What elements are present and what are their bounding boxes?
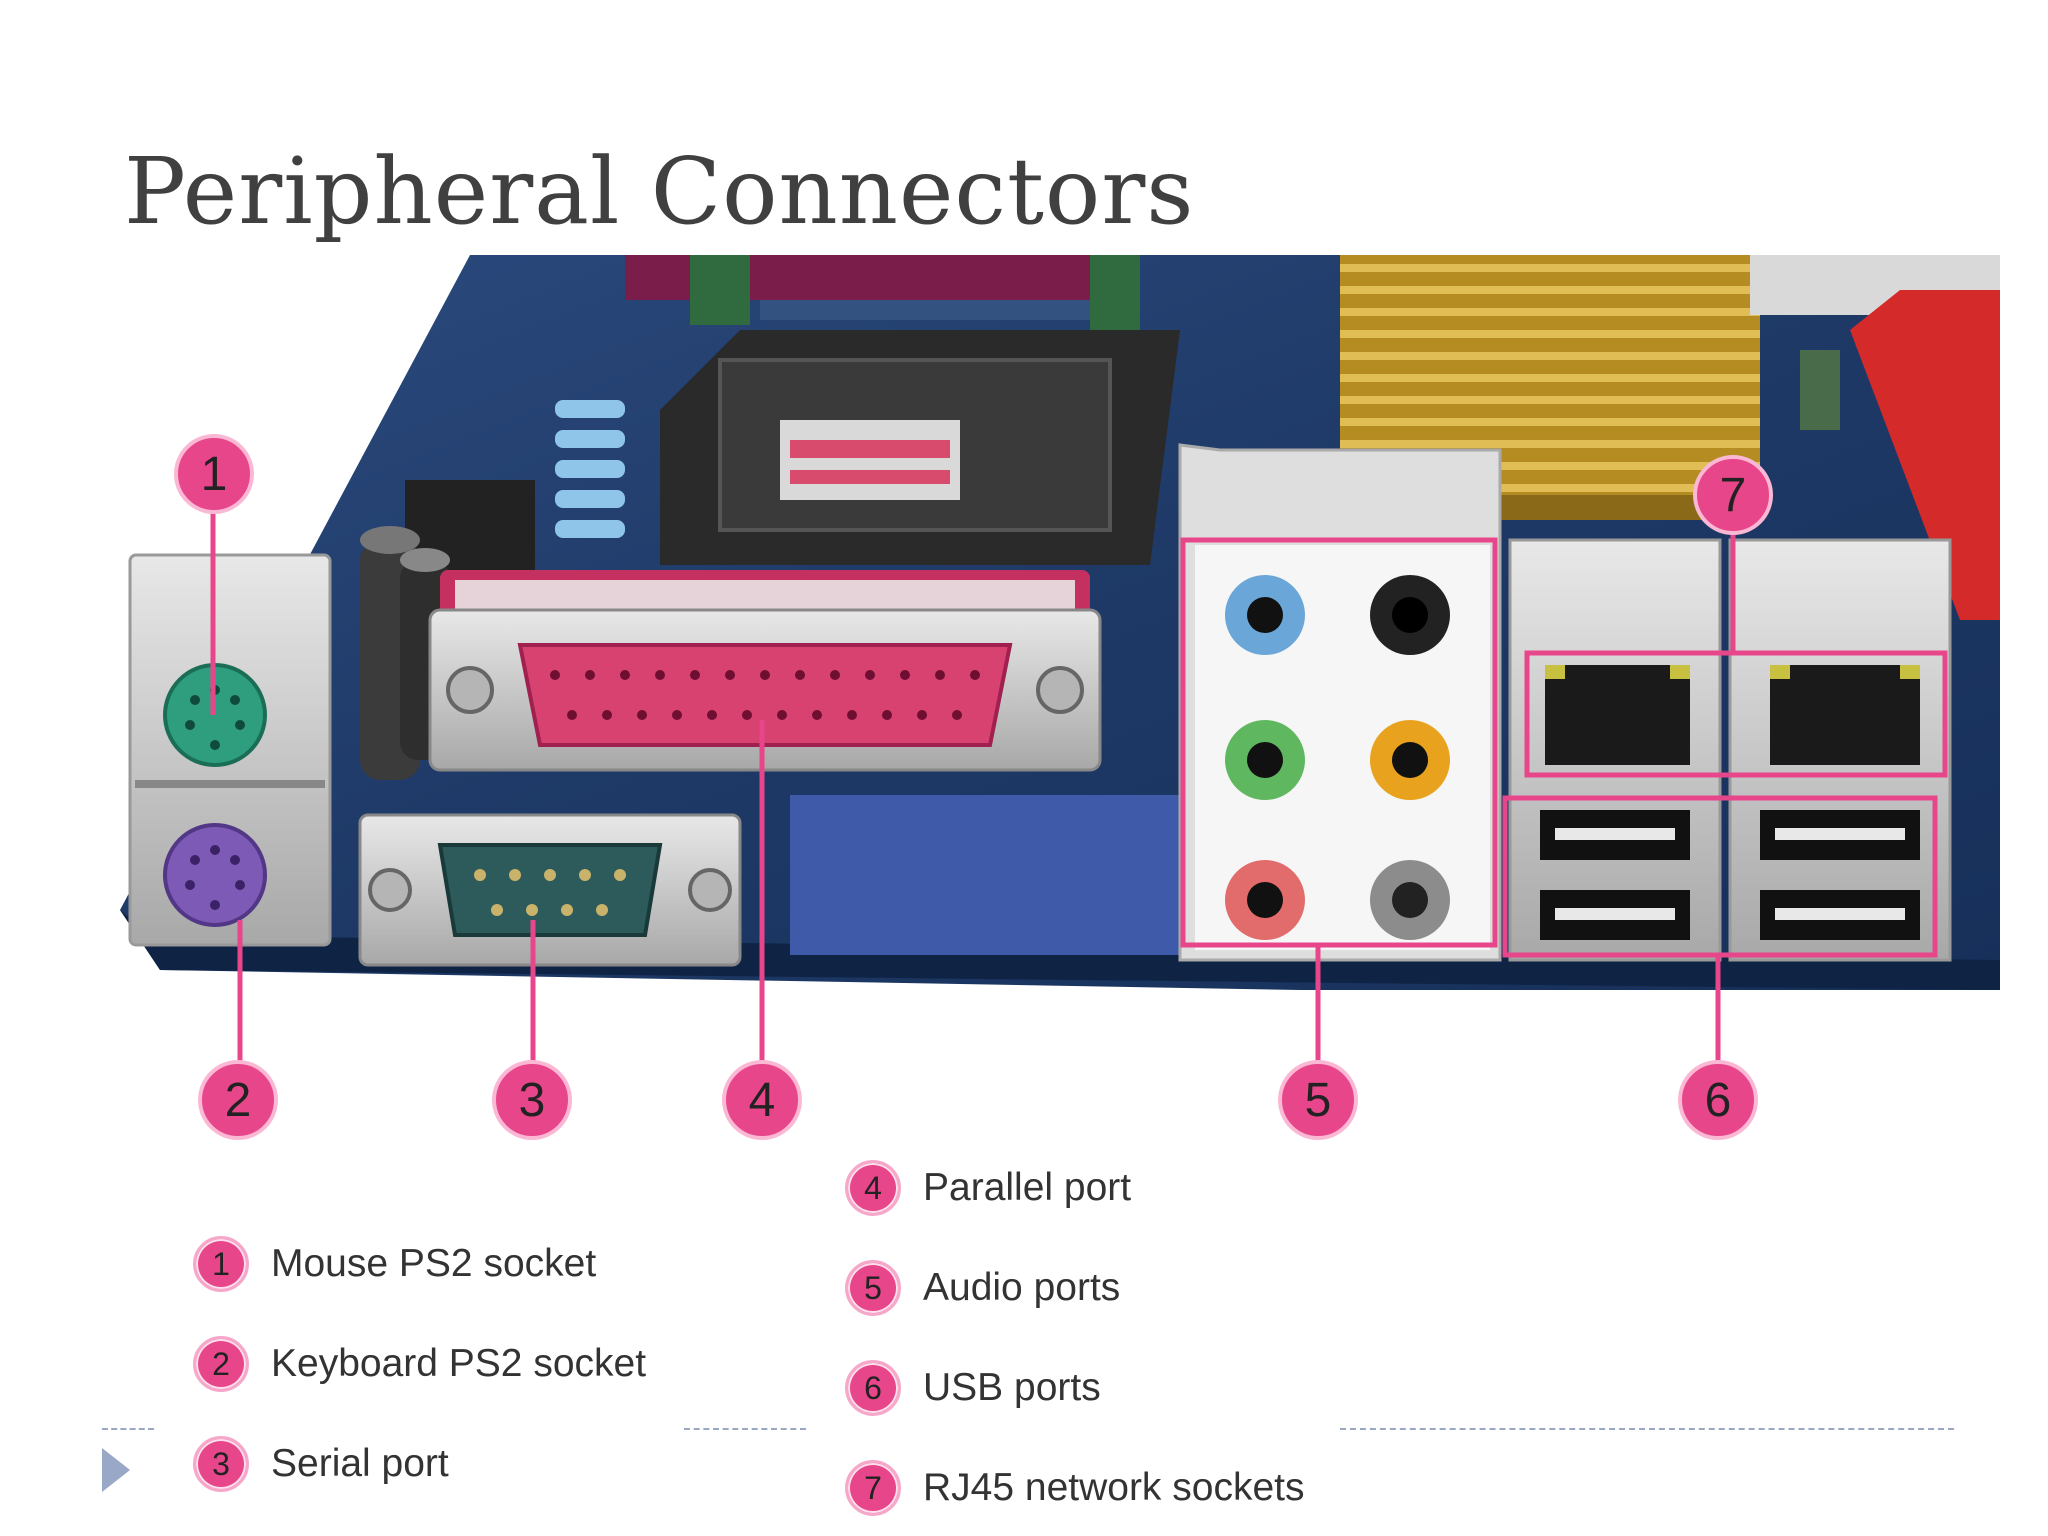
legend-badge-2: 2 [193,1336,249,1392]
callout-2: 2 [198,1060,278,1140]
callout-5-number: 5 [1304,1073,1332,1127]
legend-item-4: 4 Parallel port [845,1160,1131,1216]
callout-6-number: 6 [1704,1073,1732,1127]
slide-bullet-arrow-icon [102,1448,130,1492]
legend-badge-3: 3 [193,1436,249,1492]
rj45-usb-block [1508,538,1952,962]
legend-item-3: 3 Serial port [193,1436,449,1492]
footer-divider-middle [684,1428,806,1430]
legend-label-1: Mouse PS2 socket [271,1242,597,1285]
callout-4: 4 [722,1060,802,1140]
callout-1-number: 1 [200,447,228,501]
audio-port-block [1178,443,1502,962]
legend-label-4: Parallel port [923,1166,1132,1209]
legend-badge-5: 5 [845,1260,901,1316]
legend-item-1: 1 Mouse PS2 socket [193,1236,596,1292]
callout-2-number: 2 [224,1073,252,1127]
legend-item-5: 5 Audio ports [845,1260,1120,1316]
legend-badge-6: 6 [845,1360,901,1416]
legend-label-3: Serial port [271,1442,449,1485]
slide-title: Peripheral Connectors [124,138,1195,245]
leader-lines [210,505,1736,1065]
callout-7: 7 [1693,455,1773,535]
legend-item-2: 2 Keyboard PS2 socket [193,1336,646,1392]
legend-badge-1: 1 [193,1236,249,1292]
ps2-port-block [128,553,332,947]
legend-label-7: RJ45 network sockets [923,1466,1305,1509]
serial-port [358,813,742,967]
legend-label-2: Keyboard PS2 socket [271,1342,647,1385]
callout-4-number: 4 [748,1073,776,1127]
callout-5: 5 [1278,1060,1358,1140]
legend-badge-4: 4 [845,1160,901,1216]
highlight-frames [1180,537,1948,958]
legend-item-7: 7 RJ45 network sockets [845,1460,1305,1516]
board-components [360,255,2000,955]
parallel-port [428,570,1102,772]
legend-badge-7: 7 [845,1460,901,1516]
callout-1: 1 [174,434,254,514]
footer-divider-left [102,1428,154,1430]
callout-6: 6 [1678,1060,1758,1140]
footer-divider-right [1340,1428,1954,1430]
callout-3: 3 [492,1060,572,1140]
callout-3-number: 3 [518,1073,546,1127]
legend-item-6: 6 USB ports [845,1360,1101,1416]
legend-label-5: Audio ports [923,1266,1121,1309]
callout-7-number: 7 [1719,468,1747,522]
legend-label-6: USB ports [923,1366,1101,1409]
